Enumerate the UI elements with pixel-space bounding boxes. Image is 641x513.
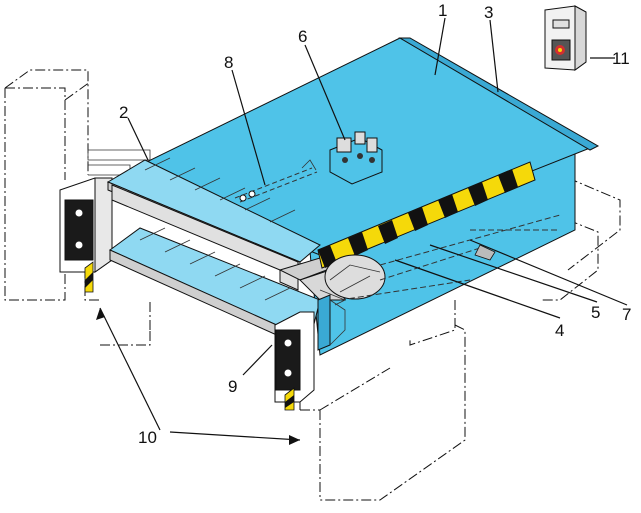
control-panel-icon: [544, 5, 587, 71]
callout-1: 1: [438, 1, 447, 20]
hinge-detail: [319, 254, 386, 306]
callout-2: 2: [119, 103, 128, 122]
leader-lines: [96, 17, 628, 445]
hydraulic-unit-icon: [329, 131, 383, 185]
callout-9: 9: [228, 377, 237, 396]
callout-labels: 1 2 3 4 5 6 7 8 9 10 11: [119, 1, 631, 447]
callout-11: 11: [612, 49, 630, 68]
pit-outline: [4, 69, 621, 501]
safety-bar: [234, 159, 318, 203]
callout-10: 10: [138, 428, 157, 447]
lower-lip: [109, 227, 321, 351]
bumper-mount-left: [59, 177, 113, 293]
callout-4: 4: [555, 321, 564, 340]
callout-8: 8: [224, 53, 233, 72]
callout-7: 7: [622, 305, 631, 324]
callout-3: 3: [484, 3, 493, 22]
callout-6: 6: [298, 27, 307, 46]
callout-5: 5: [591, 303, 600, 322]
bumper-mount-right: [274, 294, 346, 411]
